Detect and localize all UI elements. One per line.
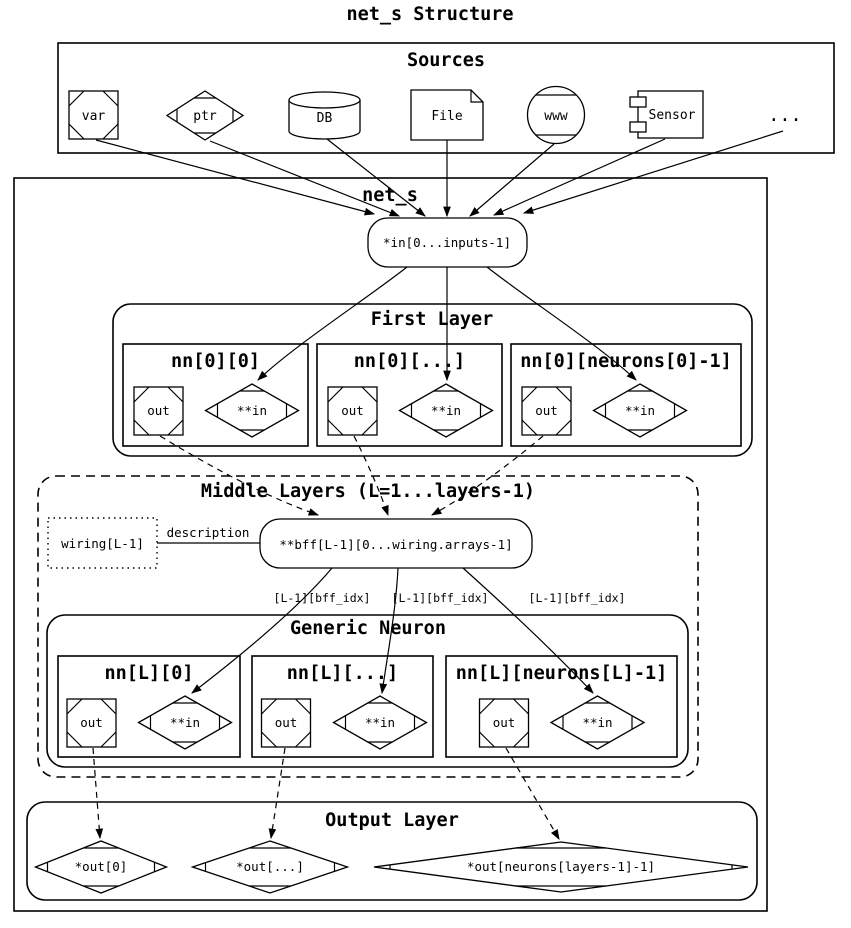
input-node-label: *in[0...inputs-1] bbox=[383, 235, 511, 250]
source-ellipsis-label: ... bbox=[768, 105, 801, 126]
source-db-label: DB bbox=[317, 111, 333, 126]
output-node-label: *out[...] bbox=[236, 859, 304, 874]
source-db-node: DB bbox=[288, 91, 361, 140]
edge-in-to-nn0n bbox=[486, 266, 637, 381]
edge-bff-to-nnLx bbox=[379, 567, 399, 695]
generic-neuron-cluster-box bbox=[46, 614, 689, 768]
edge-out00-to-bff bbox=[159, 435, 320, 516]
neuron-title: nn[L][...] bbox=[287, 663, 398, 684]
edge-db-to-in bbox=[326, 138, 426, 217]
first-layer-neuron-2: nn[0][neurons[0]-1] out **in bbox=[510, 343, 742, 447]
output-node-1: *out[...] bbox=[190, 840, 350, 894]
edge-out0x-to-bff bbox=[353, 435, 389, 517]
output-node-2: *out[neurons[layers-1]-1] bbox=[373, 841, 749, 893]
output-node-label: *out[0] bbox=[75, 859, 128, 874]
source-www-label: www bbox=[544, 109, 568, 124]
source-var-node: var bbox=[68, 90, 119, 140]
neuron-title: nn[L][0] bbox=[104, 663, 193, 684]
neuron-title: nn[L][neurons[L]-1] bbox=[456, 663, 668, 684]
edge-in-to-nn00 bbox=[257, 266, 408, 381]
bff-node: **bff[L-1][0...wiring.arrays-1] bbox=[259, 518, 533, 569]
in-node-label: **in bbox=[625, 403, 655, 418]
in-node-label: **in bbox=[170, 715, 200, 730]
description-edge-label: description bbox=[167, 525, 250, 540]
wiring-node-label: wiring[L-1] bbox=[61, 536, 144, 551]
edge-bff-to-nnL0 bbox=[191, 567, 333, 694]
generic-neuron-1: nn[L][...] out **in bbox=[251, 655, 434, 758]
edge-var-to-in bbox=[95, 139, 376, 216]
source-ptr-label: ptr bbox=[193, 109, 217, 124]
net-s-cluster-box bbox=[13, 177, 768, 912]
source-sensor-node: Sensor bbox=[629, 90, 704, 139]
in-node-label: **in bbox=[237, 403, 267, 418]
generic-neuron-title: Generic Neuron bbox=[290, 618, 446, 639]
input-node: *in[0...inputs-1] bbox=[367, 217, 528, 268]
output-node-label: *out[neurons[layers-1]-1] bbox=[467, 859, 655, 874]
first-layer-neuron-1: nn[0][...] out **in bbox=[316, 343, 503, 447]
bff-edge-label-1: [L-1][bff_idx] bbox=[392, 591, 489, 605]
edge-bff-to-nnLn bbox=[462, 567, 594, 694]
out-node-label: out bbox=[493, 715, 516, 730]
bff-node-label: **bff[L-1][0...wiring.arrays-1] bbox=[279, 537, 512, 552]
output-node-0: *out[0] bbox=[33, 840, 169, 894]
net-s-cluster-title: net_s bbox=[362, 185, 418, 206]
out-node-label: out bbox=[147, 403, 170, 418]
first-layer-neuron-0: nn[0][0] out **in bbox=[122, 343, 309, 447]
neuron-title: nn[0][0] bbox=[171, 351, 260, 372]
out-node-label: out bbox=[535, 403, 558, 418]
source-sensor-label: Sensor bbox=[649, 108, 696, 123]
in-node-label: **in bbox=[365, 715, 395, 730]
middle-layers-title: Middle Layers (L=1...layers-1) bbox=[201, 481, 535, 502]
source-file-label: File bbox=[431, 109, 462, 124]
sources-cluster-title: Sources bbox=[407, 50, 485, 71]
edge-sensor-to-in bbox=[492, 138, 666, 216]
source-ptr-node: ptr bbox=[165, 90, 245, 141]
in-node-label: **in bbox=[431, 403, 461, 418]
source-www-node: www bbox=[526, 85, 586, 145]
edge-outLx-to-outx bbox=[268, 747, 286, 840]
edge-ellipsis-to-in bbox=[522, 130, 784, 214]
output-layer-cluster-box bbox=[26, 801, 758, 901]
neuron-title: nn[0][...] bbox=[354, 351, 465, 372]
bff-edge-label-0: [L-1][bff_idx] bbox=[274, 591, 371, 605]
generic-neuron-0: nn[L][0] out **in bbox=[57, 655, 241, 758]
first-layer-title: First Layer bbox=[371, 309, 494, 330]
out-node-label: out bbox=[80, 715, 103, 730]
sources-cluster-box bbox=[57, 42, 835, 154]
edge-www-to-in bbox=[469, 143, 555, 217]
middle-layers-cluster-box bbox=[37, 475, 699, 778]
edge-outL0-to-out0 bbox=[92, 747, 104, 840]
bff-edge-label-2: [L-1][bff_idx] bbox=[529, 591, 626, 605]
edges bbox=[92, 130, 784, 840]
out-node-label: out bbox=[275, 715, 298, 730]
in-node-label: **in bbox=[582, 715, 612, 730]
generic-neuron-2: nn[L][neurons[L]-1] out **in bbox=[445, 655, 678, 758]
diagram-title: net_s Structure bbox=[346, 4, 513, 25]
out-node-label: out bbox=[341, 403, 364, 418]
output-layer-title: Output Layer bbox=[325, 810, 459, 831]
neuron-title: nn[0][neurons[0]-1] bbox=[520, 351, 732, 372]
source-file-node: File bbox=[410, 89, 484, 141]
edge-ptr-to-in bbox=[209, 140, 401, 217]
edge-outLn-to-outn bbox=[505, 747, 560, 840]
wiring-node: wiring[L-1] bbox=[47, 517, 158, 569]
source-var-label: var bbox=[82, 109, 106, 124]
first-layer-cluster-box bbox=[112, 303, 753, 457]
